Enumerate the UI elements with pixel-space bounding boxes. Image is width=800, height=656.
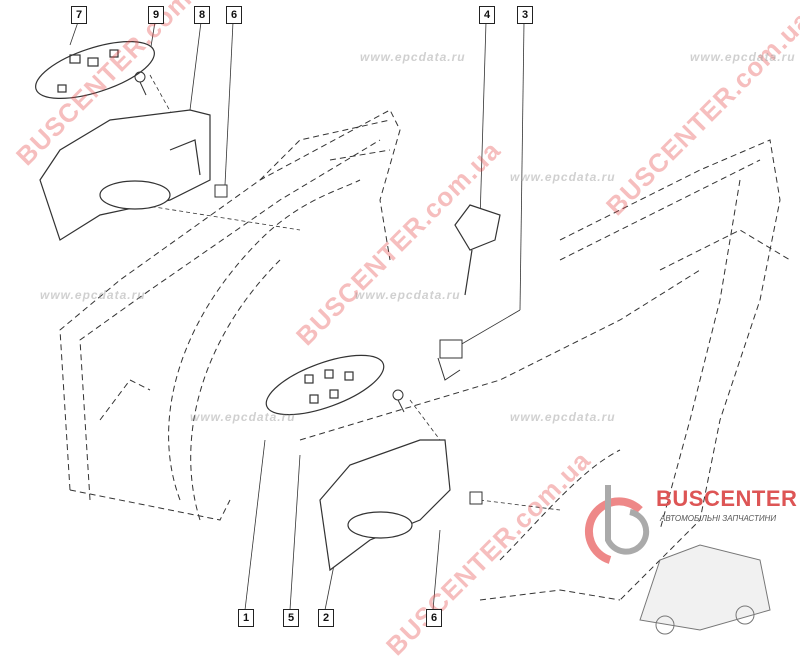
callout-9: 9: [148, 6, 164, 24]
callout-3: 3: [517, 6, 533, 24]
watermark-epc: www.epcdata.ru: [355, 288, 461, 302]
callout-2: 2: [318, 609, 334, 627]
handle-housing-2: [319, 439, 451, 572]
body-side-panel-left: [59, 109, 401, 521]
lock-mechanism-4: [454, 204, 501, 296]
callout-6-top: 6: [226, 6, 242, 24]
watermark-epc: www.epcdata.ru: [510, 410, 616, 424]
clip-6-bottom: [469, 491, 483, 505]
handle-housing-8: [39, 109, 211, 241]
logo-name: BUSCENTER: [656, 486, 798, 511]
callout-4: 4: [479, 6, 495, 24]
buscenter-logo: BUSCENTER АВТОМОБІЛЬНІ ЗАПЧАСТИНИ: [596, 480, 800, 560]
callout-5: 5: [283, 609, 299, 627]
callout-7: 7: [71, 6, 87, 24]
watermark-epc: www.epcdata.ru: [690, 50, 796, 64]
watermark-epc: www.epcdata.ru: [510, 170, 616, 184]
callout-8: 8: [194, 6, 210, 24]
logo-subtitle: АВТОМОБІЛЬНІ ЗАПЧАСТИНИ: [660, 514, 777, 523]
watermark-epc: www.epcdata.ru: [190, 410, 296, 424]
trim-panel-1: [265, 354, 385, 416]
logo-mark: [584, 485, 650, 564]
screw-5: [392, 389, 405, 413]
body-side-panel-right: [299, 139, 791, 601]
watermark-epc: www.epcdata.ru: [360, 50, 466, 64]
callout-lines: [69, 21, 525, 611]
van-image: [639, 544, 771, 635]
callout-6-bottom: 6: [426, 609, 442, 627]
lock-cylinder-3: [437, 339, 463, 381]
screw-9: [134, 71, 147, 96]
trim-panel-7: [35, 41, 155, 99]
callout-1: 1: [238, 609, 254, 627]
watermark-epc: www.epcdata.ru: [40, 288, 146, 302]
clip-6-top: [214, 184, 228, 198]
